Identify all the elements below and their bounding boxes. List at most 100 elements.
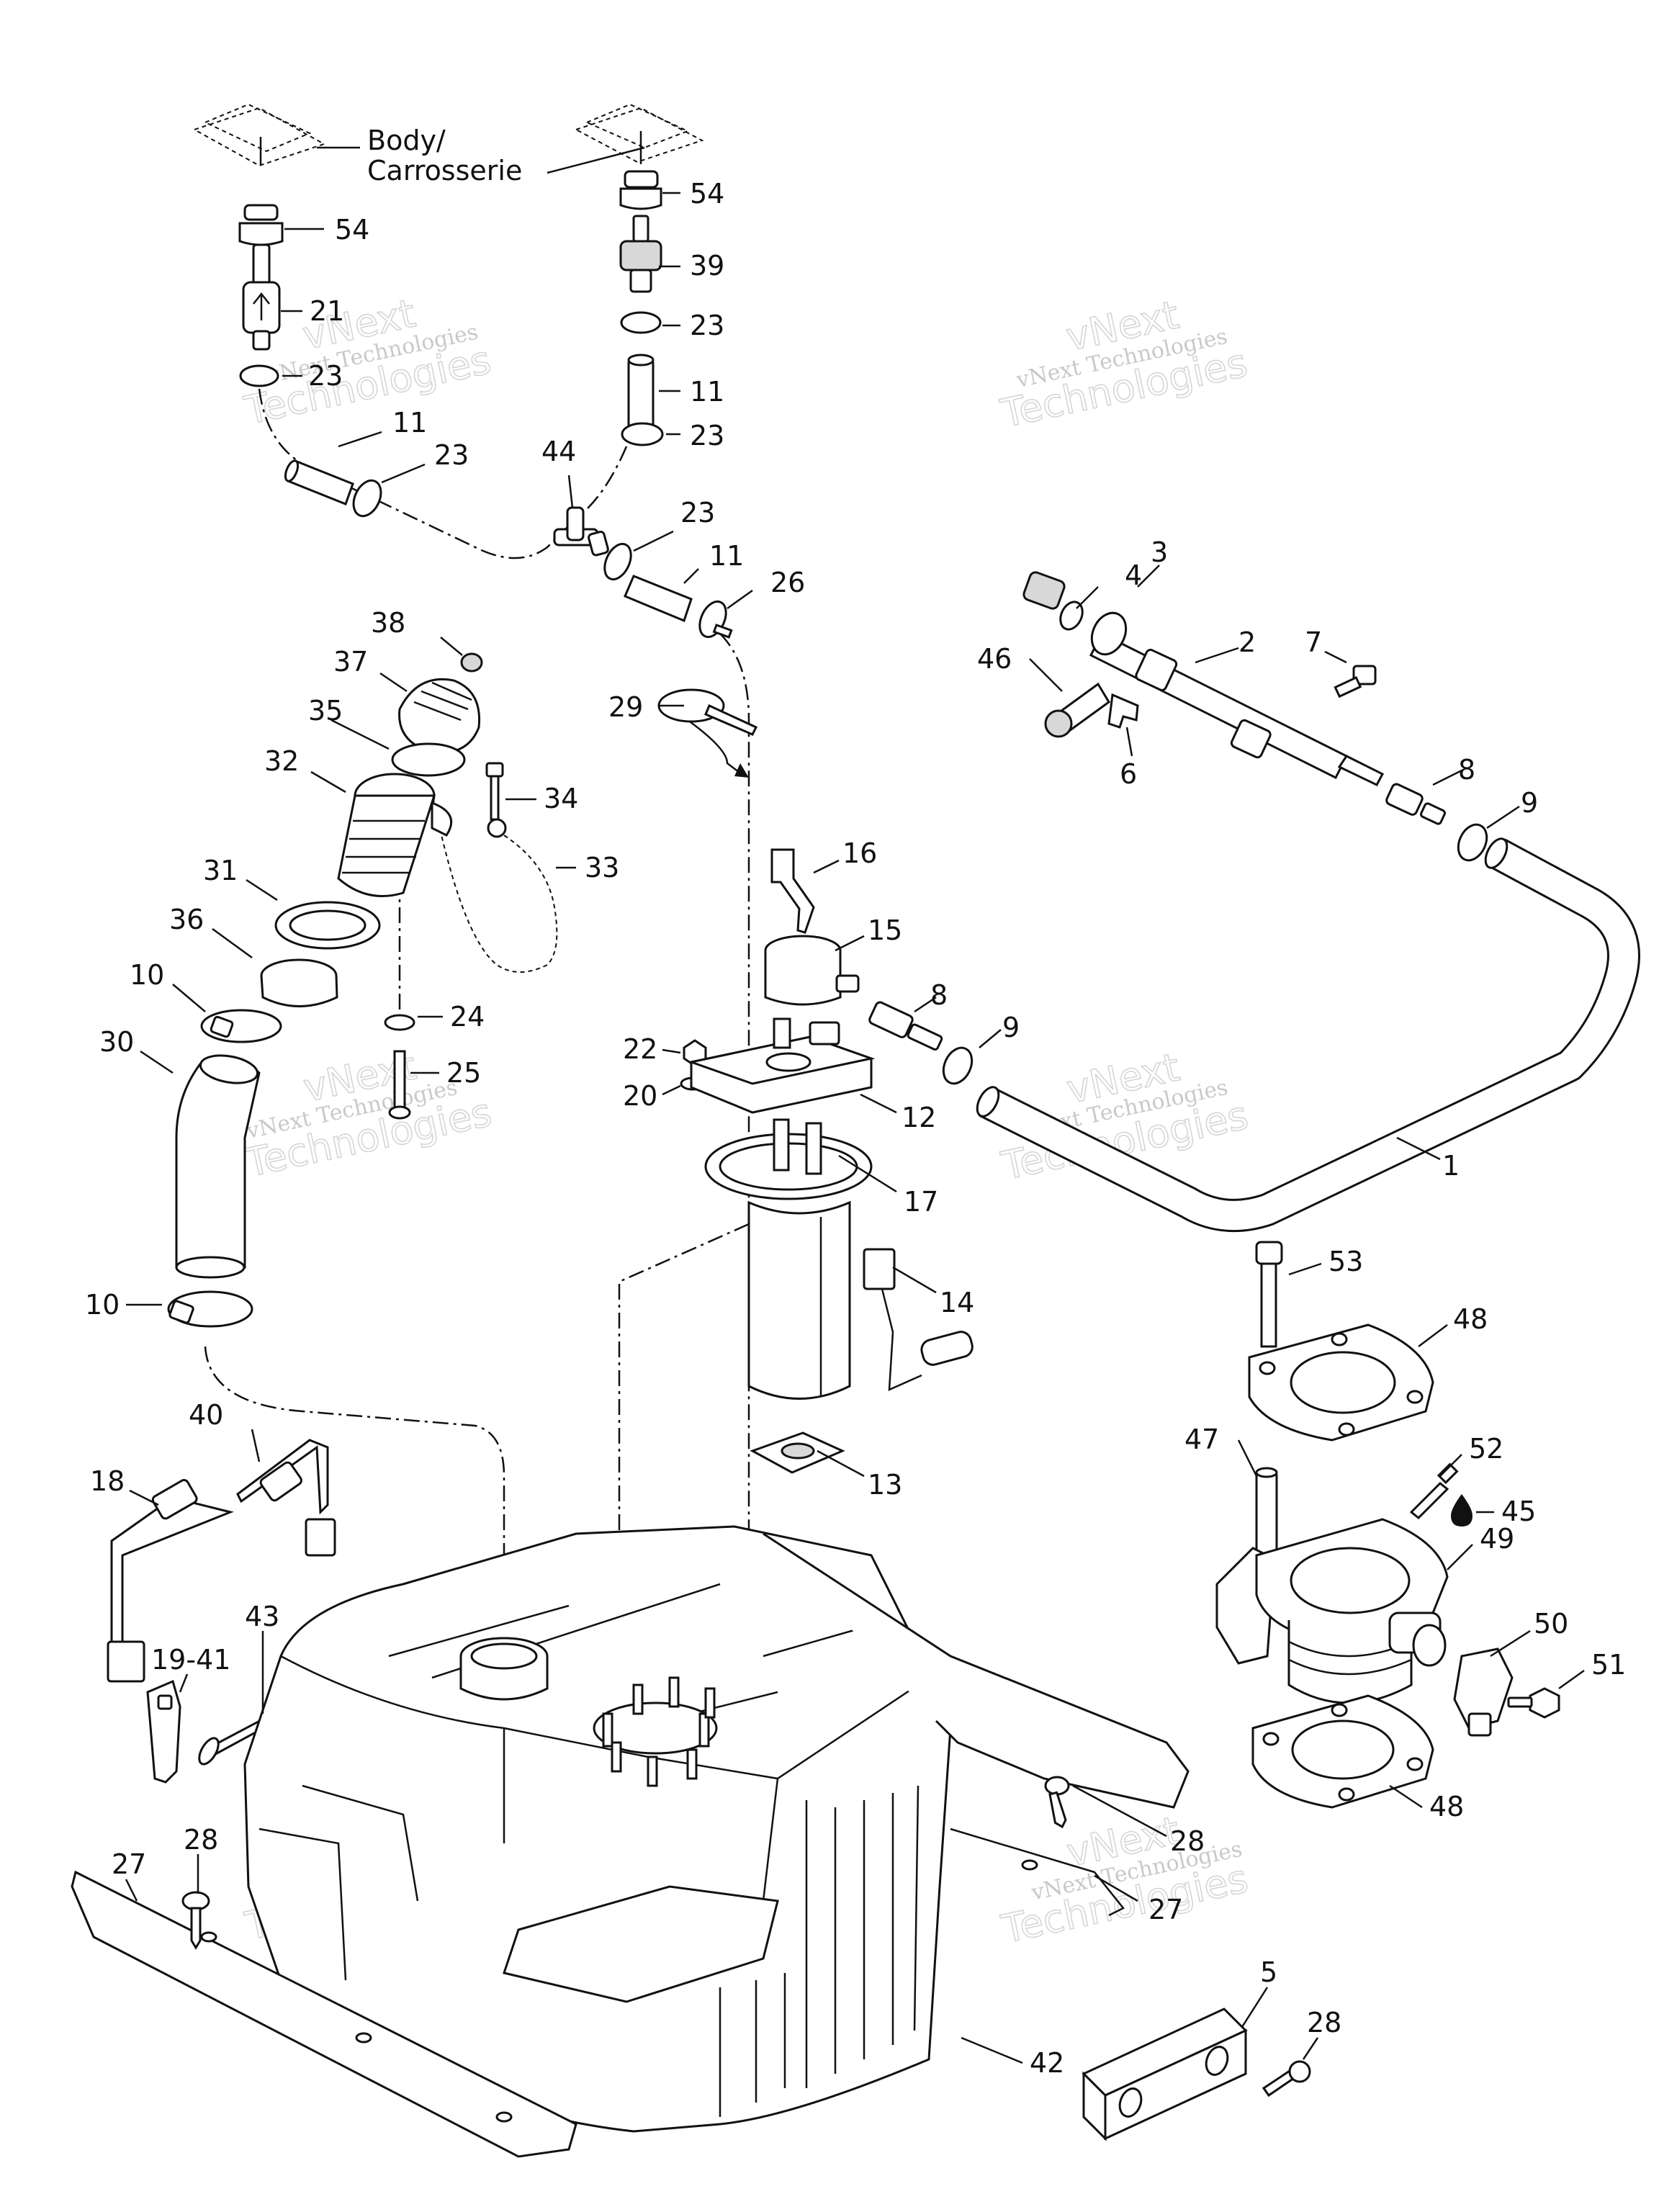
part-14-float-sender [863,1248,974,1391]
part-44-tee-fitting [553,506,609,557]
callout-35: 35 [308,695,343,727]
callout-37: 37 [333,646,368,678]
part-47-tube [1255,1467,1278,1568]
part-38-plug [460,652,483,673]
watermark-mid-left: Technologies vNext vNext Technologies [240,1043,496,1187]
part-32-filler-neck [337,773,453,897]
callout-15: 15 [868,914,902,946]
callout-36: 36 [169,904,204,935]
callout-51: 51 [1591,1649,1626,1681]
part-23-clamp-ring [352,479,382,518]
callout-40: 40 [189,1399,223,1431]
callout-12: 12 [902,1102,936,1133]
part-10-hose-clamp-lower [167,1290,253,1328]
callout-11: 11 [392,407,427,439]
callout-30: 30 [99,1026,134,1058]
callout-49: 49 [1480,1523,1514,1555]
callout-16: 16 [842,837,877,869]
leader-lines [125,192,1585,2064]
part-23-clamp-ring [621,422,664,446]
part-39-filter [619,215,662,293]
callout-50: 50 [1534,1608,1568,1640]
part-54-grommet-right [619,170,662,210]
callout-9: 9 [1521,787,1538,819]
part-7-bolt [1334,665,1377,698]
part-46-injector [1044,682,1110,738]
callout-52: 52 [1469,1433,1503,1465]
callout-20: 20 [623,1080,657,1112]
callout-23: 23 [690,310,724,341]
part-12-pump-flange [687,1017,876,1114]
part-34-screw [485,762,504,821]
part-23-clamp-ring [603,542,632,581]
callout-22: 22 [623,1033,657,1065]
callout-48: 48 [1453,1303,1488,1335]
callout-28: 28 [184,1824,218,1856]
callout-23: 23 [680,497,715,529]
part-31-gasket [274,901,381,950]
part-8-connector-lower [868,1001,943,1051]
part-52-screw [1409,1462,1459,1520]
part-26-clamp [698,600,733,639]
watermark-top-right: Technologies vNext vNext Technologies [996,292,1251,437]
part-53-bolt [1255,1241,1283,1348]
callout-28: 28 [1307,2007,1341,2038]
callout-13: 13 [868,1469,902,1501]
part-33-tether-chain [431,791,558,973]
body-leader-right [547,146,645,174]
part-11-vent-hose [624,575,693,623]
part-49-throttle-body [1215,1518,1449,1704]
part-9-clamp-lower [942,1046,974,1085]
part-45-drop-icon [1451,1494,1473,1527]
callout-6: 6 [1120,758,1137,790]
part-50-sensor [1453,1647,1514,1737]
part-54-grommet-left [238,204,284,246]
callout-39: 39 [690,250,724,282]
part-51-screw [1507,1687,1560,1719]
part-2-fuel-rail [1089,611,1385,786]
callout-1: 1 [1442,1150,1460,1182]
callout-23: 23 [308,360,343,392]
part-40-strap [236,1439,336,1557]
callout-14: 14 [940,1287,974,1318]
callout-10: 10 [130,959,164,991]
callout-2: 2 [1238,626,1256,658]
callout-8: 8 [1458,754,1475,786]
part-1-fuel-line [976,837,1640,1232]
part-3-fitting [1022,571,1066,610]
part-25-screw [388,1050,411,1120]
body-mount-plate-right [574,103,704,164]
part-5-plate [1082,2008,1248,2141]
callout-23: 23 [690,420,724,451]
part-8-connector-upper [1385,783,1447,825]
part-48-gasket-lower [1251,1694,1434,1809]
callout-11: 11 [709,540,744,572]
part-16-bracket [770,848,815,934]
callout-53: 53 [1328,1246,1363,1277]
callout-7: 7 [1305,626,1322,658]
callout-44: 44 [541,436,576,467]
body-label-line2: Carrosserie [367,155,522,186]
callout-45: 45 [1501,1496,1536,1527]
part-11-vent-hose [284,459,354,505]
part-21-check-valve [242,243,281,351]
part-11-vent-hose [627,354,655,430]
part-17-pump-assembly [704,1118,873,1400]
callout-28: 28 [1170,1825,1205,1857]
body-mount-plate-left [192,103,326,167]
part-28-screw-right-upper [1044,1776,1070,1829]
part-29-tie-strap [657,688,758,736]
part-36-nut [260,958,338,1007]
part-9-clamp-upper [1457,823,1488,862]
callout-54: 54 [690,178,724,210]
callout-25: 25 [446,1057,481,1089]
callout-4: 4 [1125,559,1142,591]
callout-11: 11 [690,376,724,408]
part-24-washer [384,1014,415,1031]
callout-47: 47 [1184,1424,1219,1455]
body-label-line1: Body/ [367,125,446,156]
callout-5: 5 [1260,1956,1277,1988]
callout-27: 27 [1148,1894,1183,1925]
callout-48: 48 [1429,1791,1464,1822]
